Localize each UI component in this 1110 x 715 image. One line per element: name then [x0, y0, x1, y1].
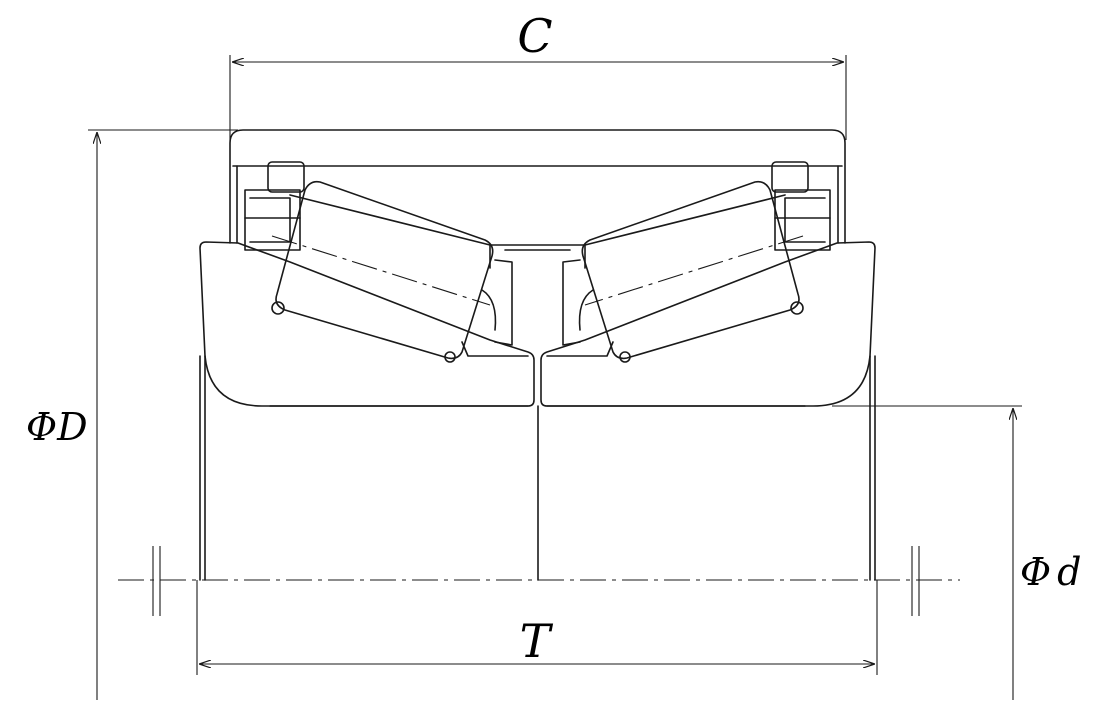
- label-t: T: [520, 614, 554, 668]
- label-d-inner: d: [1057, 550, 1081, 594]
- left-cage: [244, 161, 305, 251]
- left-roller: [271, 180, 494, 363]
- bore-lines: [199, 355, 876, 581]
- label-d-outer: D: [56, 405, 87, 449]
- phi-symbol-inner: Φ: [1020, 550, 1051, 594]
- right-cage: [771, 161, 831, 251]
- right-roller: [581, 180, 804, 363]
- centerline: [118, 546, 960, 616]
- dimension-lines: [88, 55, 1022, 700]
- phi-symbol-outer: Φ: [26, 405, 57, 449]
- label-phi-d-outer: ΦD: [26, 405, 88, 449]
- outer-ring: [229, 129, 846, 269]
- label-c: C: [517, 9, 552, 63]
- right-inner-ring: [540, 241, 876, 407]
